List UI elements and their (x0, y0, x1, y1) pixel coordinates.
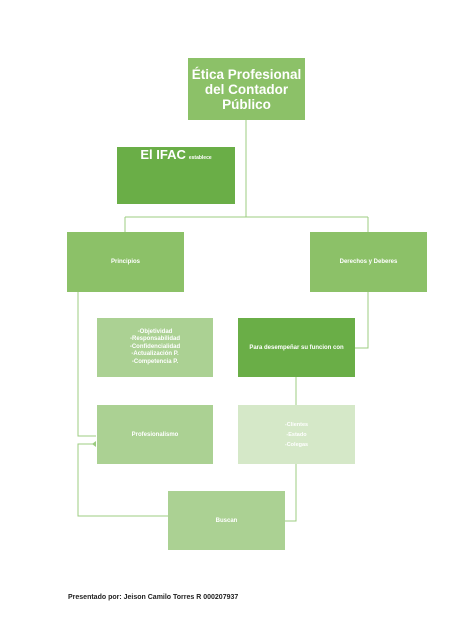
footer-credit: Presentado por: Jeison Camilo Torres R 0… (68, 594, 239, 601)
desempenar-box: Para desempeñar su funcion con (238, 318, 355, 377)
profesionalismo-label: Profesionalismo (131, 431, 179, 438)
principios-box: Principios (67, 232, 184, 292)
arrow-head-profesionalismo (92, 441, 96, 447)
ifac-suffix: establece (188, 155, 212, 161)
title-line-2: del Contador (204, 81, 289, 97)
valor-item: -Confidencialidad (129, 343, 181, 350)
derechos-box: Derechos y Deberes (310, 232, 427, 292)
derechos-label: Derechos y Deberes (339, 259, 398, 265)
buscan-box: Buscan (168, 491, 285, 550)
title-line-1: Ética Profesional (191, 66, 302, 82)
buscan-label: Buscan (215, 517, 238, 524)
valor-item: -Actualización P. (131, 351, 179, 358)
connector-clientes-buscan (285, 464, 297, 522)
connector-derechos-desempenar (355, 292, 369, 349)
clientes-item: -Estado (286, 431, 307, 438)
ifac-box: El IFAC establece (117, 147, 235, 204)
connector-buscan-profesionalismo (77, 443, 168, 517)
connector-principios-profesionalismo (77, 292, 96, 437)
principios-label: Principios (110, 259, 140, 265)
ifac-label: El IFAC (140, 147, 186, 162)
title-line-3: Público (222, 96, 271, 112)
desempenar-label: Para desempeñar su funcion con (249, 344, 344, 351)
clientes-item: -Colegas (284, 441, 309, 448)
valor-item: -Competencia P. (131, 358, 179, 365)
profesionalismo-box: Profesionalismo (97, 405, 213, 464)
valor-item: -Objetividad (137, 328, 173, 335)
title-box: Ética Profesional del Contador Público (188, 58, 305, 120)
clientes-item: -Clientes (284, 421, 309, 428)
valor-item: -Responsabilidad (129, 336, 180, 343)
clientes-box: -Clientes -Estado -Colegas (238, 405, 355, 464)
valores-box: -Objetividad -Responsabilidad -Confidenc… (97, 318, 213, 377)
